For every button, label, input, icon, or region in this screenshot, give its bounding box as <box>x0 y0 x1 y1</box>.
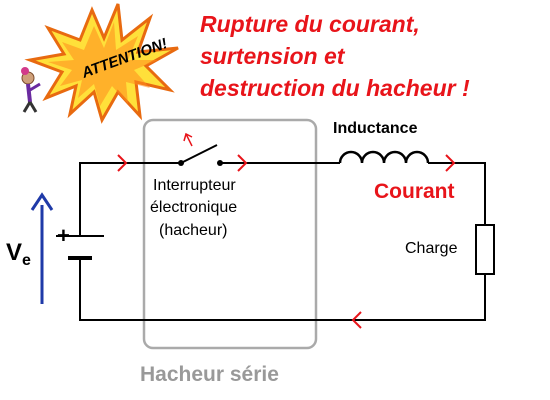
inductance-label: Inductance <box>333 120 418 137</box>
voltage-label-main: V <box>6 239 22 266</box>
current-arrow-4 <box>351 311 362 329</box>
voltage-label: Ve <box>6 239 31 269</box>
warning-line-1: Rupture du courant, <box>200 11 420 37</box>
switch-label-line-3: (hacheur) <box>159 222 227 239</box>
person-icon <box>21 67 41 113</box>
current-arrow-3 <box>445 154 456 172</box>
courant-label: Courant <box>374 180 455 203</box>
load-resistor <box>475 224 495 275</box>
battery-symbol <box>56 235 104 260</box>
voltage-arrow <box>30 192 54 304</box>
switch-symbol <box>178 144 223 166</box>
circuit-wires <box>79 162 486 321</box>
hacheur-serie-label: Hacheur série <box>140 363 279 386</box>
voltage-label-sub: e <box>22 252 31 269</box>
switch-label-line-1: Interrupteur <box>153 177 236 194</box>
switch-label-line-2: électronique <box>150 199 237 216</box>
charge-label: Charge <box>405 240 458 257</box>
inductor-coil <box>338 150 430 164</box>
attention-badge: ATTENTION! <box>21 3 179 124</box>
warning-line-3: destruction du hacheur ! <box>200 75 470 101</box>
current-arrows <box>117 154 456 329</box>
warning-line-2: surtension et <box>200 43 346 69</box>
current-arrow-1 <box>117 154 128 172</box>
battery-plus-sign: + <box>57 223 70 248</box>
switch-open-arrow-icon <box>183 132 193 147</box>
hacheur-box <box>142 118 318 350</box>
current-arrow-2 <box>237 154 248 172</box>
